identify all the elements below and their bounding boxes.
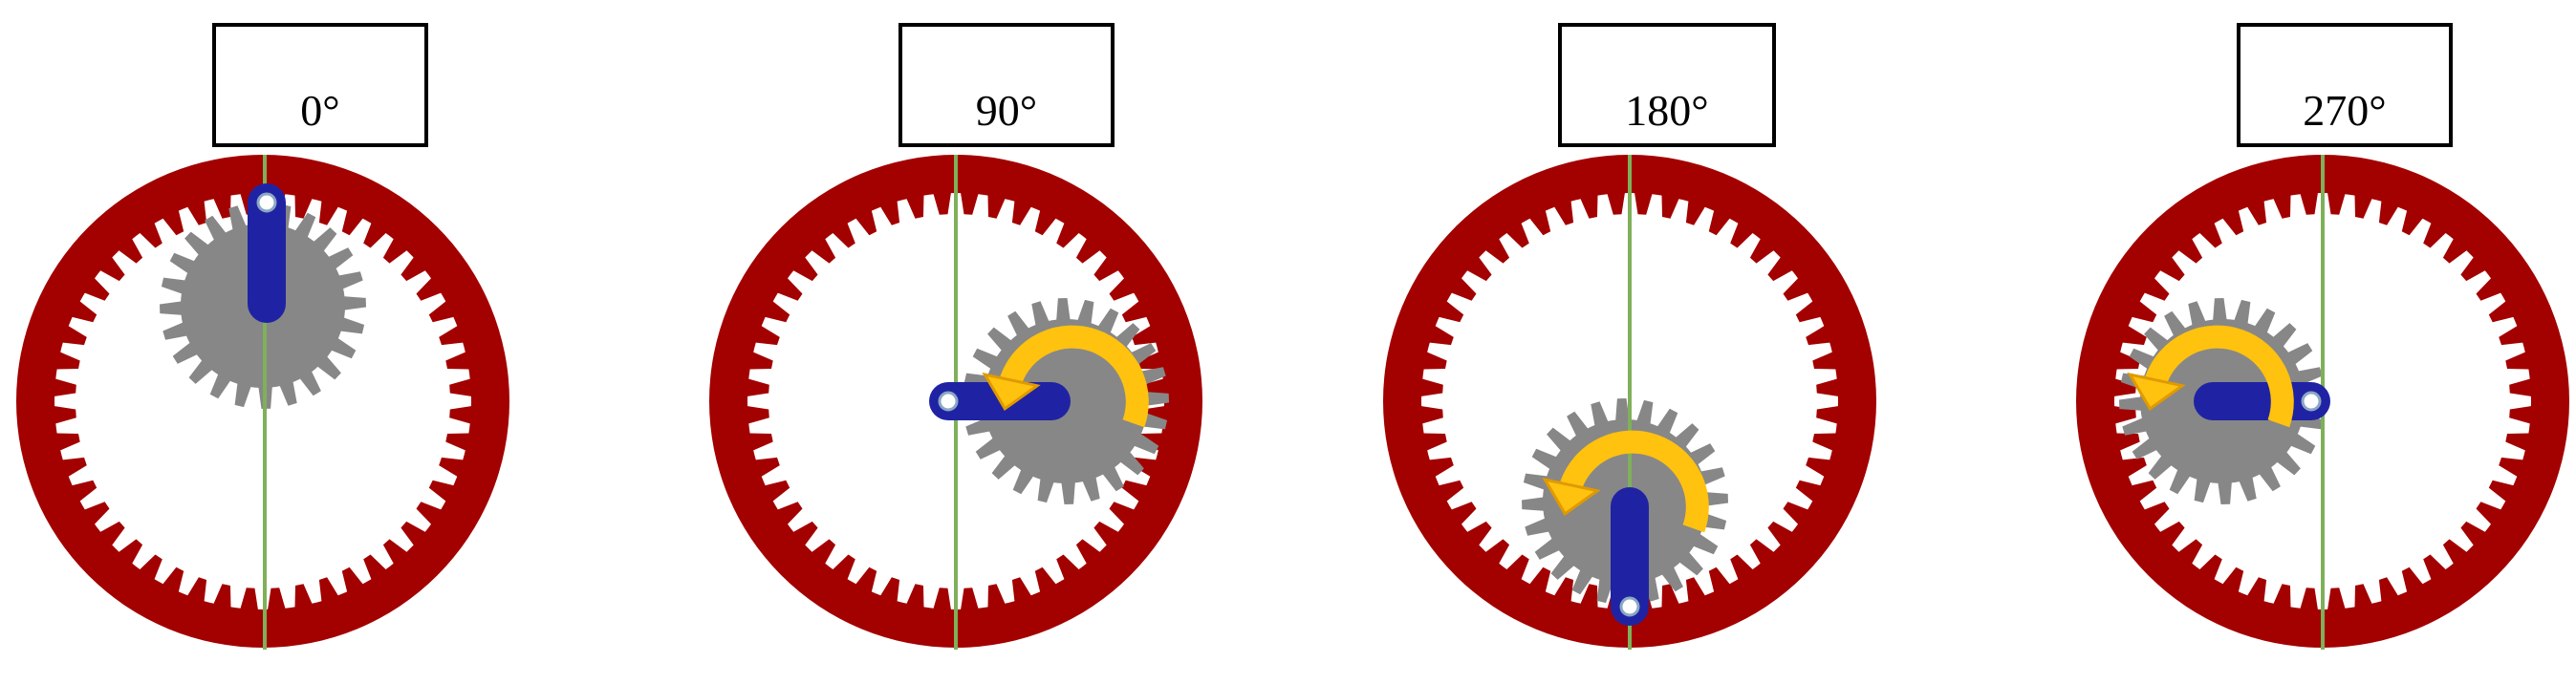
rotation-arrow-2-head — [1542, 477, 1601, 516]
rotation-arrow-2-shaft — [1560, 430, 1709, 533]
rotation-arrow-1-shaft — [1000, 325, 1149, 428]
carrier-arm-2-pivot — [1619, 596, 1640, 617]
rotation-arrow-3-shaft — [2145, 325, 2294, 428]
angle-label-270: 270° — [2237, 23, 2453, 147]
carrier-arm-3-pivot — [2301, 391, 2322, 412]
carrier-arm-2-group — [1611, 487, 1649, 626]
angle-label-180: 180° — [1558, 23, 1776, 147]
angle-label-90: 90° — [898, 23, 1115, 147]
rotation-arrow-2-group — [1542, 430, 1709, 533]
rotation-arrow-3-head — [2127, 372, 2186, 411]
angle-label-0: 0° — [212, 23, 428, 147]
carrier-arm-0-pivot — [256, 192, 277, 213]
carrier-arm-3-group — [2194, 382, 2330, 420]
carrier-arm-0-group — [248, 183, 286, 323]
carrier-arm-1-pivot — [938, 391, 959, 412]
rotation-arrow-1-head — [982, 372, 1041, 411]
rotation-arrow-3-group — [2127, 325, 2294, 428]
rotation-arrow-1-group — [982, 325, 1149, 428]
